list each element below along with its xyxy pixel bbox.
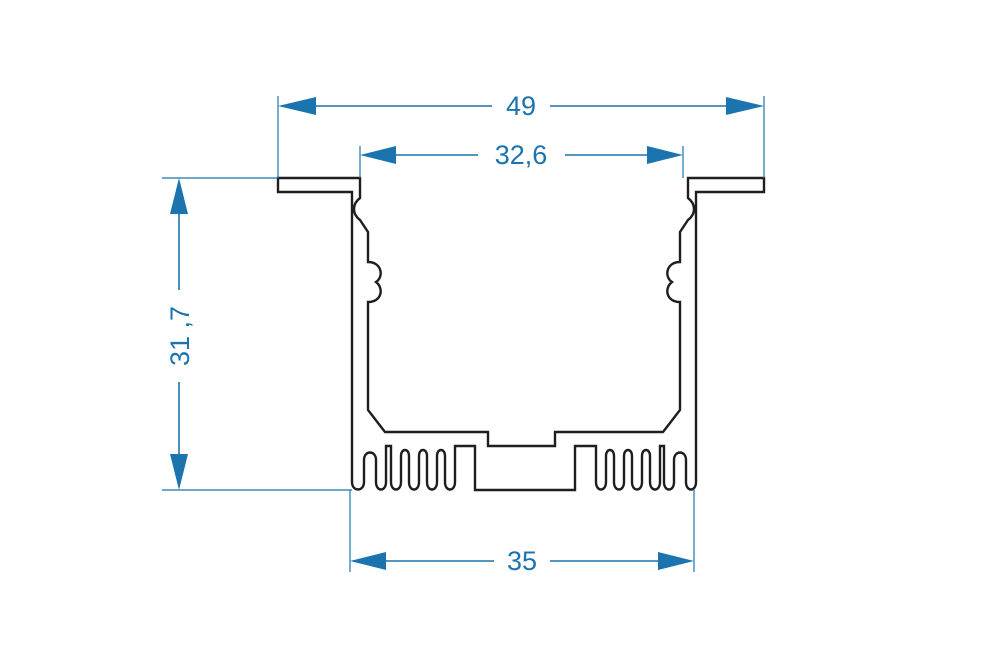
arrowhead-right xyxy=(658,552,694,570)
dimension-label-inner-width: 32,6 xyxy=(495,140,548,170)
arrowhead-top xyxy=(170,178,188,214)
arrowhead-bottom xyxy=(170,454,188,490)
dimension-overall-width: 49 xyxy=(277,91,765,178)
dimension-height: 31 ,7 xyxy=(162,177,352,491)
dimension-inner-width: 32,6 xyxy=(359,140,684,178)
arrowhead-left xyxy=(350,552,386,570)
arrowhead-right xyxy=(647,146,683,164)
dimension-label-height: 31 ,7 xyxy=(165,306,195,366)
dimension-label-overall-width: 49 xyxy=(506,91,536,121)
arrowhead-left xyxy=(360,146,396,164)
arrowhead-right xyxy=(726,97,764,115)
aluminium-profile xyxy=(276,176,766,492)
profile-outline xyxy=(276,176,766,492)
dimension-base-width: 35 xyxy=(349,490,695,576)
arrowhead-left xyxy=(278,97,316,115)
dimension-label-base-width: 35 xyxy=(507,546,537,576)
